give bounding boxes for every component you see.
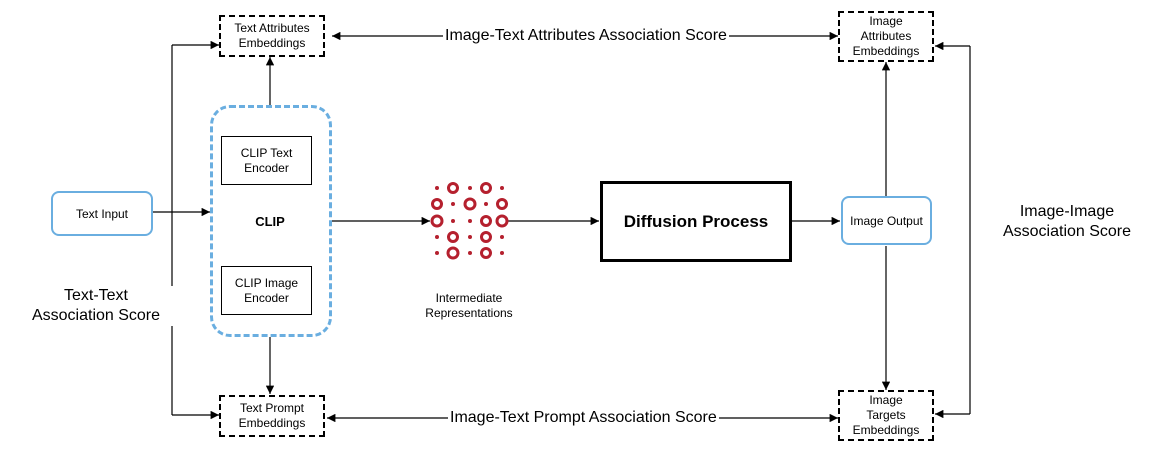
image-image-score-label: Image-Image Association Score	[1002, 203, 1132, 240]
image-text-prompt-score-label: Image-Text Prompt Association Score	[448, 408, 719, 428]
text-prompt-embeddings-label: Text Prompt Embeddings	[238, 401, 306, 430]
clip-group	[210, 105, 332, 337]
text-prompt-embeddings-node: Text Prompt Embeddings	[219, 395, 325, 437]
image-attributes-embeddings-node: Image Attributes Embeddings	[838, 11, 934, 62]
text-attributes-embeddings-node: Text Attributes Embeddings	[219, 15, 325, 57]
clip-text-encoder-label: CLIP Text Encoder	[240, 145, 293, 175]
intermediate-representations-text: Intermediate Representations	[425, 291, 513, 320]
image-output-label: Image Output	[850, 213, 923, 228]
image-output-node: Image Output	[841, 196, 932, 245]
clip-image-encoder-node: CLIP Image Encoder	[221, 266, 312, 315]
text-attributes-embeddings-label: Text Attributes Embeddings	[234, 21, 310, 50]
clip-label-text: CLIP	[255, 213, 285, 229]
image-text-attributes-score-label: Image-Text Attributes Association Score	[443, 26, 729, 46]
clip-label: CLIP	[221, 210, 319, 232]
clip-text-encoder-node: CLIP Text Encoder	[221, 136, 312, 185]
image-targets-embeddings-node: Image Targets Embeddings	[838, 390, 934, 441]
text-input-node: Text Input	[51, 191, 153, 236]
diffusion-process-node: Diffusion Process	[600, 181, 792, 262]
image-targets-embeddings-label: Image Targets Embeddings	[852, 393, 920, 437]
intermediate-representations-icon	[430, 182, 509, 260]
intermediate-representations-label: Intermediate Representations	[405, 276, 533, 321]
clip-image-encoder-label: CLIP Image Encoder	[234, 275, 299, 305]
diffusion-process-label: Diffusion Process	[623, 211, 769, 231]
image-attributes-embeddings-label: Image Attributes Embeddings	[852, 14, 920, 58]
text-input-label: Text Input	[75, 206, 129, 221]
text-text-score-label: Text-Text Association Score	[16, 286, 176, 326]
